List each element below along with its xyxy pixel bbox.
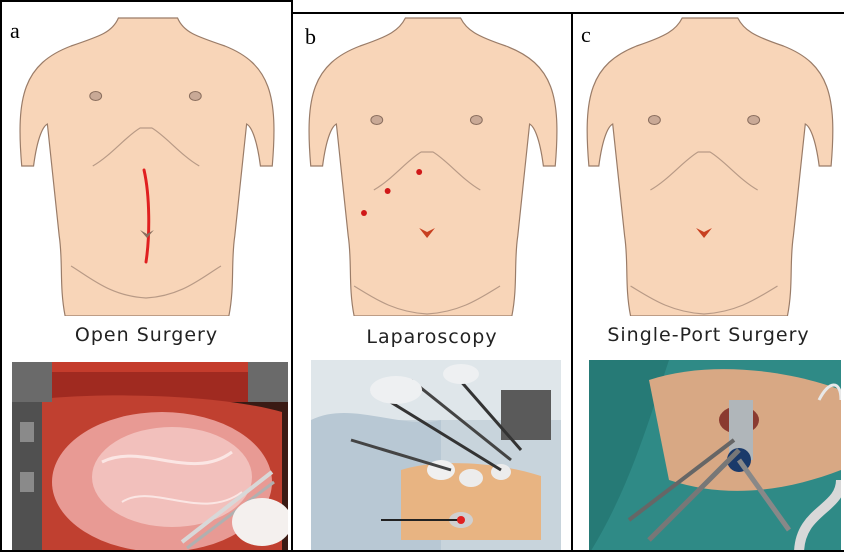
left-nipple [90,92,102,101]
right-nipple [189,92,201,101]
photo-laparoscopy [311,360,561,552]
photo-single-port-surgery [589,360,841,552]
torso-outline [20,18,274,316]
torso-illustration-single-port [573,16,844,316]
caption-open-surgery: Open Surgery [2,324,291,346]
panel-open-surgery: a Open Surgery [0,0,293,552]
right-nipple [748,116,760,125]
torso-outline [309,18,557,316]
panel-label-a: a [10,18,20,44]
port-marker [361,210,367,216]
panel-single-port-surgery: c Single-Port Surgery [571,12,844,552]
port-marker [385,188,391,194]
panel-label-b: b [305,24,316,50]
panel-laparoscopy: b Laparoscopy [291,12,573,552]
panel-label-c: c [581,22,591,48]
caption-laparoscopy: Laparoscopy [293,326,571,348]
port-marker [416,169,422,175]
caption-single-port-surgery: Single-Port Surgery [573,324,844,346]
right-nipple [470,116,482,125]
photo-open-surgery [12,362,288,552]
torso-outline [587,18,833,316]
torso-illustration-open [2,16,291,316]
left-nipple [648,116,660,125]
torso-illustration-laparoscopy [293,16,571,316]
left-nipple [371,116,383,125]
